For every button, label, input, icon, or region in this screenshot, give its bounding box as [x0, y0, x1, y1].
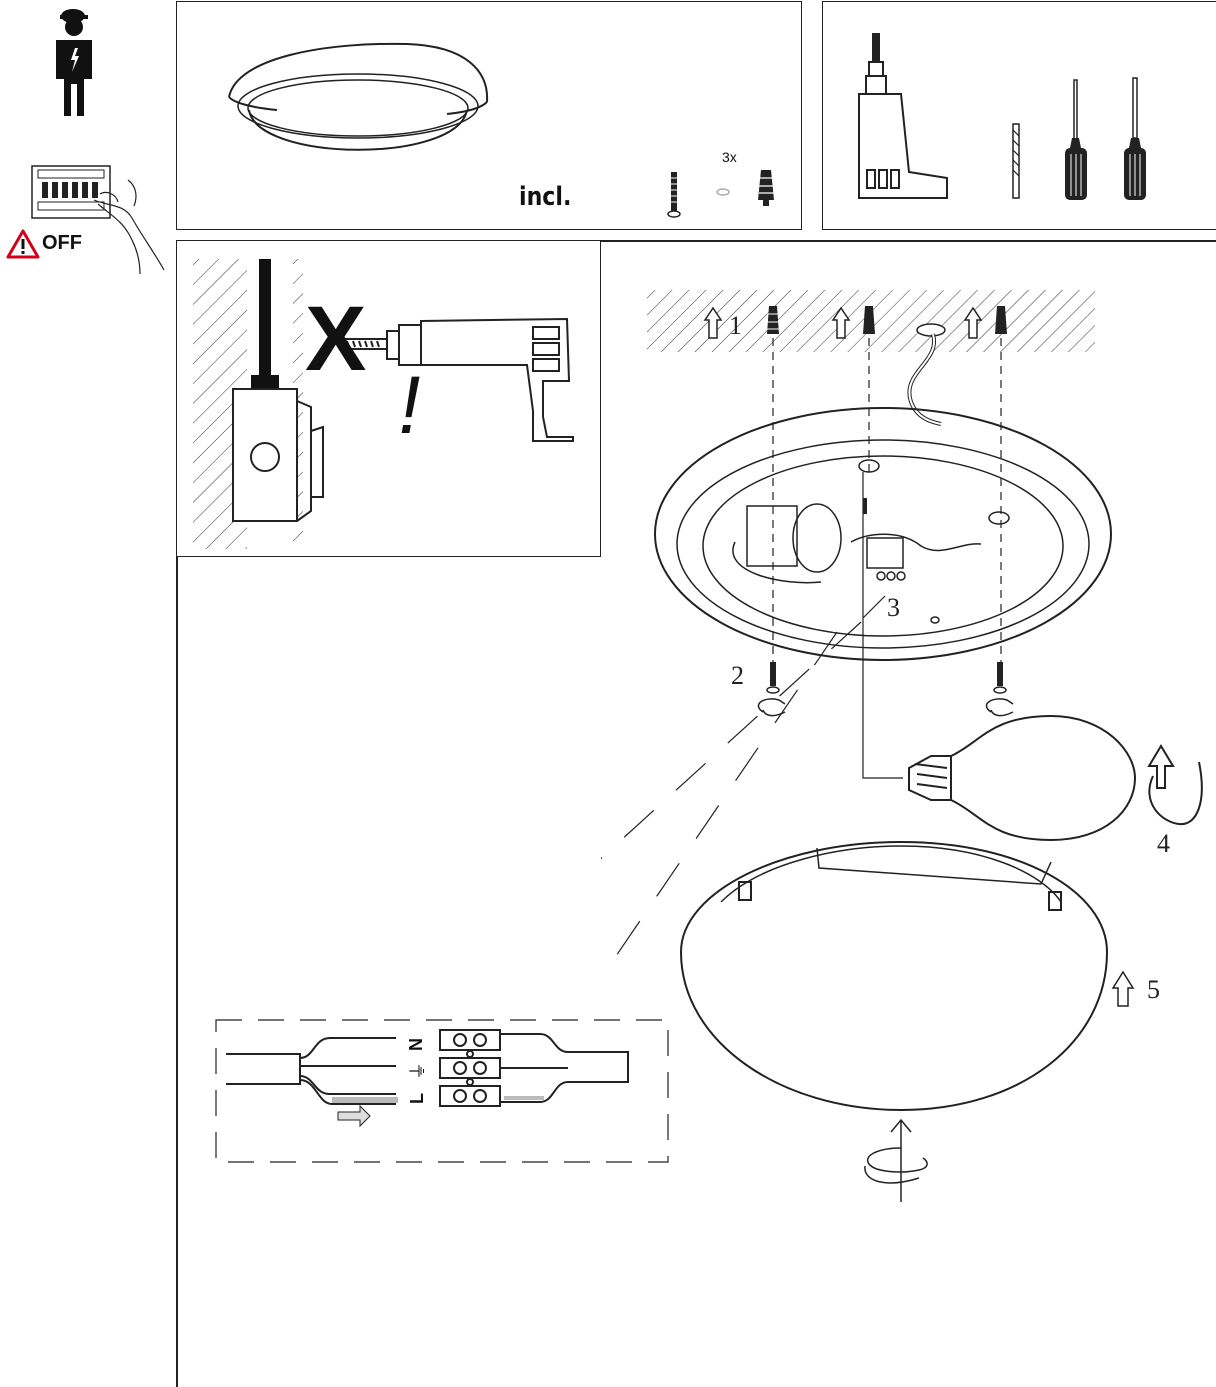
step-3-label: 3 — [887, 593, 900, 622]
terminal-l-label: L — [407, 1093, 427, 1104]
cross-mark: X — [305, 288, 367, 390]
assembly-diagram: 1 3 2 4 — [601, 242, 1216, 1242]
washer-icon — [716, 188, 730, 196]
step-4-label: 4 — [1157, 829, 1170, 858]
main-frame-left-line — [176, 240, 178, 1387]
ceiling-lamp-illustration — [228, 42, 774, 218]
wiring-detail: N ⏚ L — [214, 1018, 672, 1166]
main-frame-top-line — [176, 240, 1216, 242]
light-bulb-icon — [908, 714, 1137, 842]
rotate-cover-icon — [864, 1118, 928, 1202]
phillips-screwdriver-icon — [1065, 79, 1087, 200]
electrician-icon — [40, 4, 110, 119]
quantity-label: 3x — [722, 149, 737, 165]
warning-triangle-icon — [6, 229, 40, 259]
step-5-label: 5 — [1147, 975, 1160, 1004]
fuse-box-switch-off-icon — [28, 160, 168, 275]
rotate-arrow-icon — [1147, 744, 1203, 826]
tools-panel — [822, 1, 1216, 230]
flat-screwdriver-icon — [1124, 77, 1146, 200]
drill-bit-icon — [1012, 123, 1020, 199]
incl-label: incl. — [519, 182, 572, 212]
up-arrow-5 — [1111, 970, 1135, 1007]
off-label: OFF — [42, 232, 82, 254]
up-arrow-1 — [703, 306, 983, 339]
flow-arrow-icon — [337, 1104, 371, 1128]
glass-cover — [679, 840, 1109, 1112]
screws-step-2 — [770, 662, 1003, 686]
step-2-label: 2 — [731, 661, 744, 690]
drill-warning-panel: X ! — [176, 240, 601, 557]
terminal-n-label: N — [406, 1038, 426, 1051]
drill-icon — [858, 33, 948, 199]
included-parts-panel: incl. 3x — [176, 1, 802, 230]
wall-plugs-ceiling — [767, 306, 1007, 334]
earth-symbol: ⏚ — [408, 1062, 429, 1080]
wall-plug-icon — [758, 170, 774, 206]
step-1-label: 1 — [729, 311, 742, 340]
screw-icon — [667, 172, 681, 218]
